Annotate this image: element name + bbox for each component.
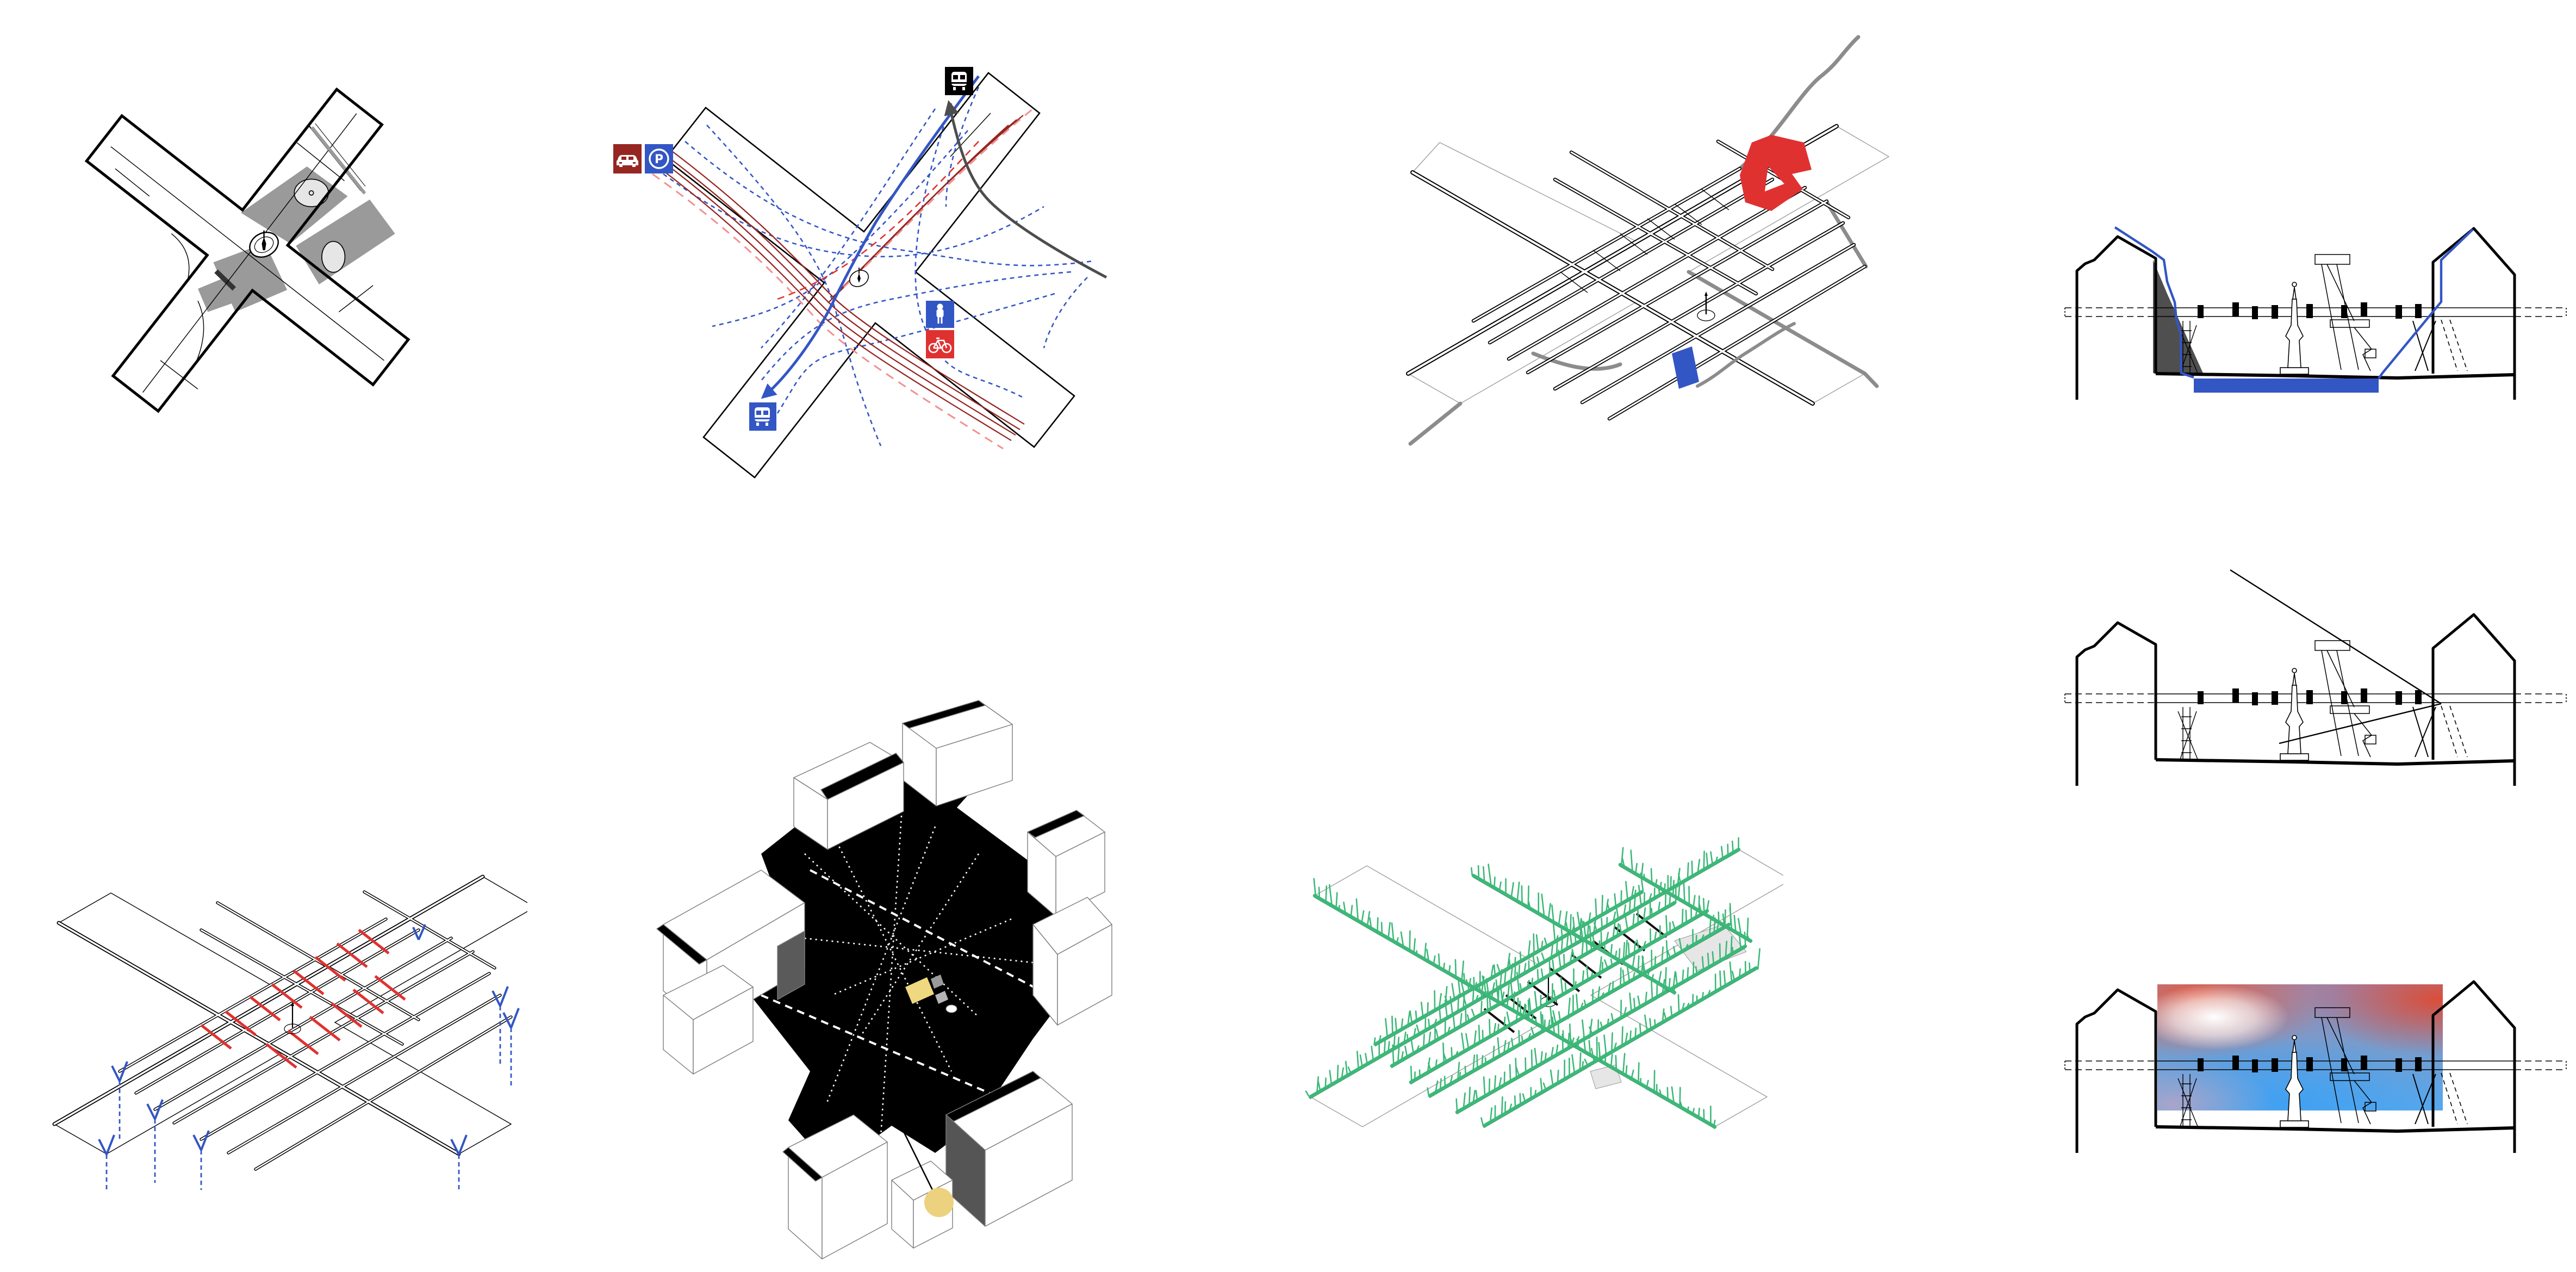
- section-climate-drawing: [2061, 927, 2571, 1156]
- sun-arrow: [885, 1094, 936, 1196]
- blue-platform: [1672, 346, 1699, 389]
- platform-line: [950, 113, 991, 157]
- shadow-axon-drawing: [656, 700, 1112, 1259]
- columns-and-piles: [98, 924, 520, 1190]
- panel-section-water: [2061, 212, 2571, 402]
- panel-shadow-axon: [598, 691, 1115, 1267]
- runoff-lines: [2114, 226, 2474, 380]
- panel-section-climate: [2061, 927, 2571, 1156]
- bus-route-line: [761, 75, 980, 399]
- section-scene: [2065, 228, 2566, 400]
- monument: [249, 230, 279, 258]
- grass-spikes: [1410, 900, 1710, 1083]
- grass-spikes: [1392, 884, 1677, 1066]
- icon-transit-stop: [945, 67, 973, 95]
- icon-parking: P: [645, 144, 673, 173]
- panel-vegetation-axon: [1294, 723, 1783, 1158]
- street-lines: [110, 113, 384, 393]
- sunlit-patch: [905, 975, 957, 1013]
- monument: [284, 1002, 301, 1034]
- monument: [1697, 291, 1715, 321]
- footprint-outline: [1309, 849, 1783, 1127]
- water-storage-bar: [2194, 379, 2379, 393]
- planted-beams: [1305, 837, 1761, 1129]
- panel-site-plan: [33, 52, 451, 438]
- grass-spikes: [1480, 948, 1761, 1126]
- sun-rays: [2230, 569, 2442, 744]
- vegetation-axon-drawing: [1305, 837, 1783, 1129]
- shadow-floor: [715, 753, 1090, 1169]
- icon-cycling: [926, 330, 954, 358]
- icon-car-traffic: [613, 144, 642, 173]
- grid-axon-drawing: [52, 874, 527, 1190]
- grass-spikes: [1305, 837, 1739, 1096]
- beams: [1406, 124, 1867, 421]
- car-routes: [658, 115, 1025, 441]
- square-outline: [84, 87, 410, 413]
- transit-line: [944, 100, 1107, 279]
- red-rungs: [200, 929, 406, 1069]
- panel-circulation-plan: P: [598, 44, 1120, 479]
- icon-pedestrian: [926, 301, 954, 328]
- sun-annotation: [885, 1094, 954, 1217]
- grass-spikes: [1313, 878, 1716, 1128]
- cycle-routes: [652, 108, 1034, 450]
- shadow-wedge: [2153, 260, 2203, 373]
- bench-bar: [214, 269, 236, 291]
- panel-section-sun: [2061, 560, 2571, 789]
- grass-spikes: [1455, 932, 1746, 1113]
- circulation-drawing: P: [613, 67, 1107, 479]
- climate-gradient-field: [2157, 984, 2443, 1110]
- grass-spikes: [1471, 864, 1676, 994]
- building-prisms: [656, 700, 1112, 1259]
- gray-path: [1696, 322, 1796, 388]
- light-ovals: [294, 178, 346, 273]
- section-sun-drawing: [2061, 569, 2571, 789]
- beams: [52, 874, 513, 1171]
- tram-platform: [307, 123, 366, 195]
- grass-spikes: [1620, 847, 1750, 941]
- dotted-paths: [777, 799, 1034, 1137]
- gray-patch-small: [1590, 1064, 1622, 1089]
- monument: [849, 268, 869, 287]
- panel-structure-grid-axon: [38, 740, 527, 1191]
- beam-ties: [1560, 189, 1729, 293]
- pedestrian-desire-lines: [663, 86, 1093, 446]
- gray-members: [1408, 35, 1879, 446]
- red-canopy: [1740, 135, 1812, 211]
- footprint-outline: [53, 876, 527, 1155]
- dashed-paths: [761, 869, 1050, 1094]
- parking-letter: P: [655, 153, 663, 166]
- icon-bus-stop: [749, 402, 776, 431]
- sun-icon: [924, 1188, 954, 1217]
- section-scene: [2065, 615, 2566, 786]
- section-water-drawing: [2061, 226, 2571, 402]
- site-plan-drawing: [84, 87, 410, 413]
- panel-structure-axon: [1365, 5, 1908, 457]
- structure-axon-drawing: [1406, 35, 1890, 446]
